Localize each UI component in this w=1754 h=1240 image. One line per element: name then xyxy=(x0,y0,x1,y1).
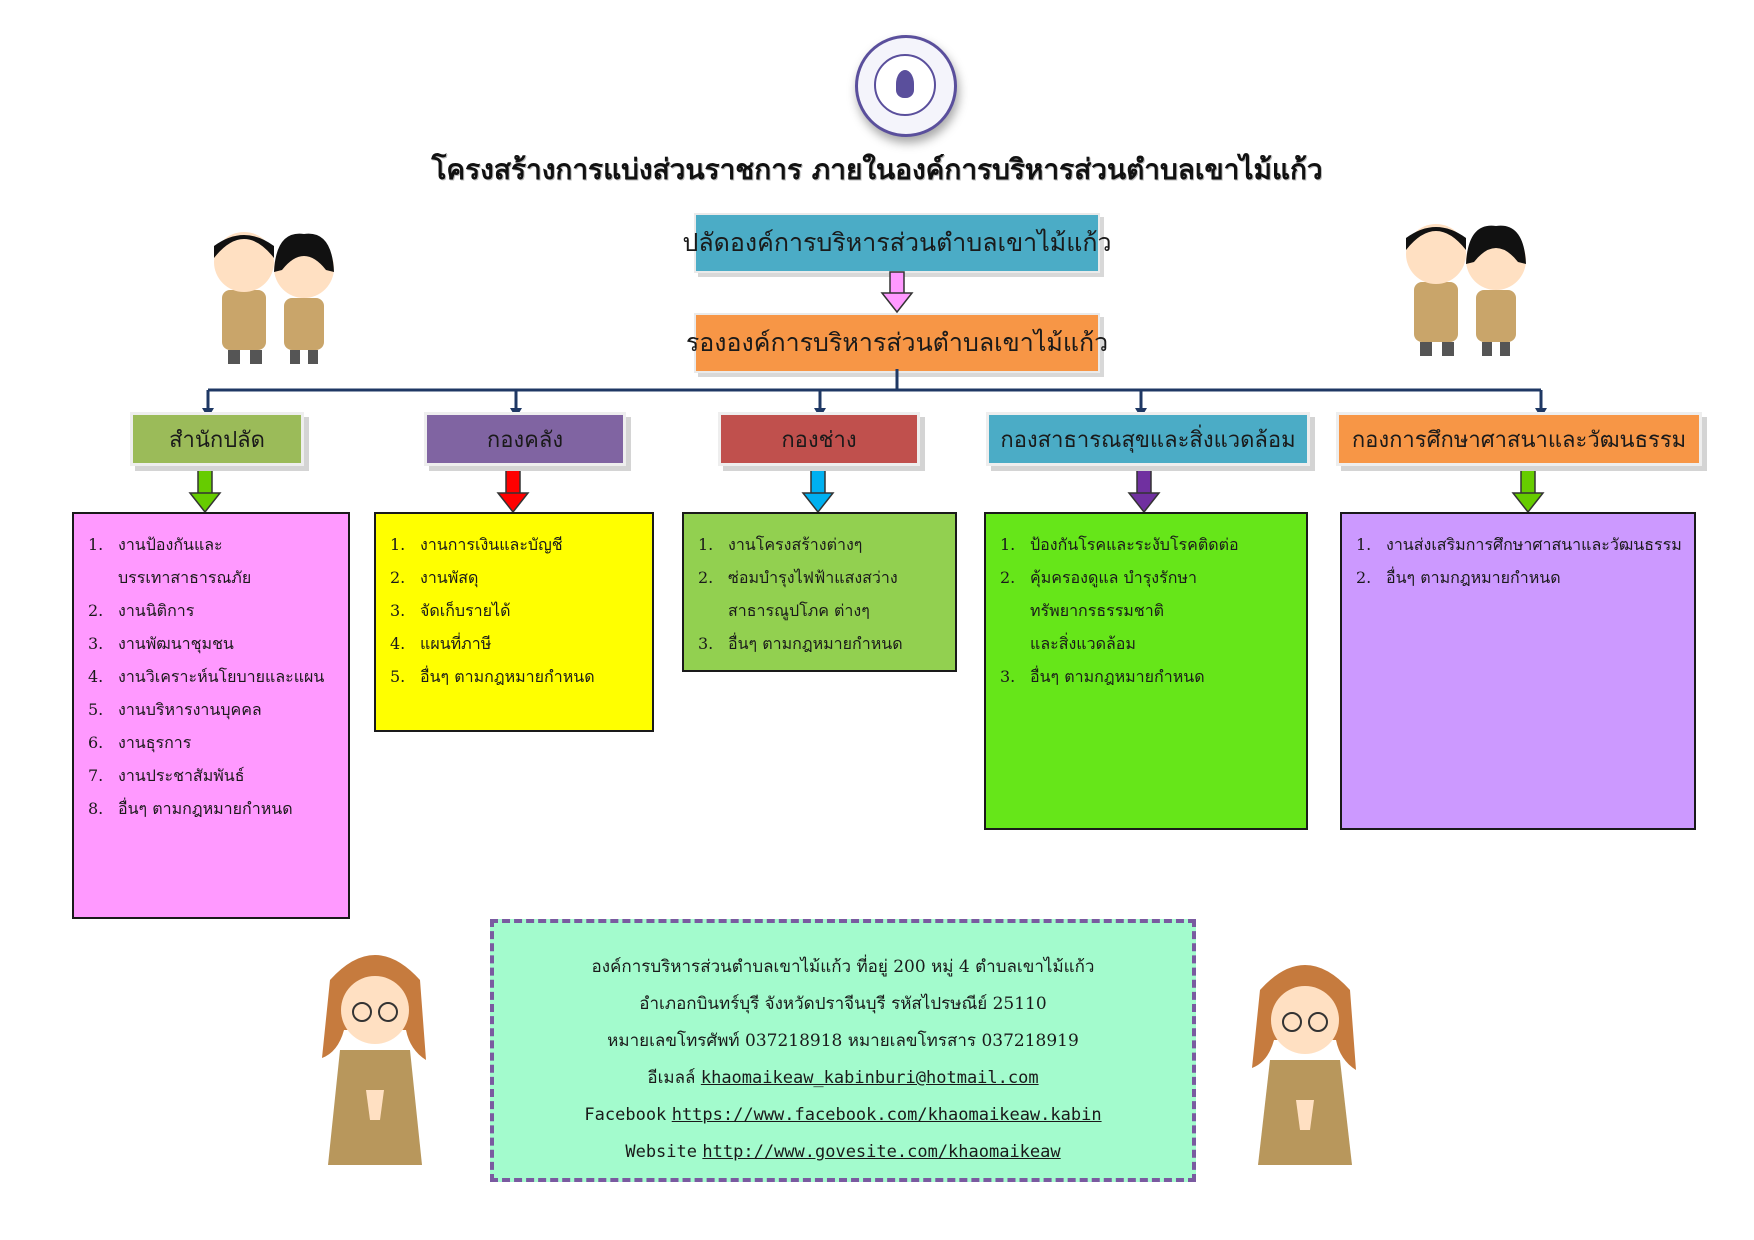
chief-to-deputy-arrow xyxy=(880,271,914,314)
list-item: 4.แผนที่ภาษี xyxy=(390,634,492,653)
dept-arrow-2 xyxy=(801,469,835,514)
dept-header-2: กองช่าง xyxy=(718,412,920,466)
address-line-1: องค์การบริหารส่วนตำบลเขาไม้แก้ว ที่อยู่ … xyxy=(591,957,1095,977)
dept-header-3: กองสาธารณสุขและสิ่งแวดล้อม xyxy=(986,412,1310,466)
list-item: 3.อื่นๆ ตามกฎหมายกำหนด xyxy=(698,634,903,653)
email-link[interactable]: khaomaikeaw_kabinburi@hotmail.com xyxy=(700,1068,1039,1088)
list-item: 2.งานพัสดุ xyxy=(390,568,479,587)
dept-arrow-4 xyxy=(1511,469,1545,514)
duty-list: 1.งานส่งเสริมการศึกษาศาสนาและวัฒนธรรม 2.… xyxy=(1356,528,1682,594)
list-item: 6.งานธุรการ xyxy=(88,733,192,752)
contact-box: องค์การบริหารส่วนตำบลเขาไม้แก้ว ที่อยู่ … xyxy=(490,919,1196,1182)
dept-panel-2: 1.งานโครงสร้างต่างๆ 2.ซ่อมบำรุงไฟฟ้าแสงส… xyxy=(682,512,957,672)
staff-girl-illustration xyxy=(1252,965,1356,1165)
page-title: โครงสร้างการแบ่งส่วนราชการ ภายในองค์การบ… xyxy=(431,153,1323,186)
dept-name: กองช่าง xyxy=(781,427,857,453)
duty-list: 1.งานป้องกันและ บรรเทาสาธารณภัย 2.งานนิต… xyxy=(88,528,336,825)
list-item: 3.จัดเก็บรายได้ xyxy=(390,601,511,620)
list-item: 1.ป้องกันโรคและระงับโรคติดต่อ xyxy=(1000,535,1239,554)
dept-name: สำนักปลัด xyxy=(169,427,265,453)
dept-name: กองคลัง xyxy=(486,427,564,453)
dept-panel-0: 1.งานป้องกันและ บรรเทาสาธารณภัย 2.งานนิต… xyxy=(72,512,350,919)
phone-fax-line: หมายเลขโทรศัพท์ 037218918 หมายเลขโทรสาร … xyxy=(607,1031,1079,1051)
dept-panel-1: 1.งานการเงินและบัญชี 2.งานพัสดุ 3.จัดเก็… xyxy=(374,512,654,732)
list-item: 1.งานโครงสร้างต่างๆ xyxy=(698,535,863,554)
deputy-label: รององค์การบริหารส่วนตำบลเขาไม้แก้ว xyxy=(685,328,1109,357)
dept-name: กองสาธารณสุขและสิ่งแวดล้อม xyxy=(1000,427,1296,453)
duty-list: 1.งานการเงินและบัญชี 2.งานพัสดุ 3.จัดเก็… xyxy=(390,528,640,693)
duty-list: 1.ป้องกันโรคและระงับโรคติดต่อ 2.คุ้มครอง… xyxy=(1000,528,1294,693)
duty-list: 1.งานโครงสร้างต่างๆ 2.ซ่อมบำรุงไฟฟ้าแสงส… xyxy=(698,528,943,660)
list-item: 8.อื่นๆ ตามกฎหมายกำหนด xyxy=(88,799,293,818)
facebook-line: Facebook https://www.facebook.com/khaoma… xyxy=(494,1097,1192,1134)
list-item: สาธารณูปโภค ต่างๆ xyxy=(728,601,870,620)
list-item: 5.งานบริหารงานบุคคล xyxy=(88,700,262,719)
list-item: และสิ่งแวดล้อม xyxy=(1030,634,1136,653)
chief-box: ปลัดองค์การบริหารส่วนตำบลเขาไม้แก้ว xyxy=(682,213,1112,273)
list-item: 7.งานประชาสัมพันธ์ xyxy=(88,766,245,785)
list-item: 1.งานป้องกันและ xyxy=(88,535,223,554)
seal-emblem xyxy=(874,54,936,116)
website-line: Website http://www.govesite.com/khaomaik… xyxy=(494,1134,1192,1171)
branch-drops xyxy=(202,390,1547,418)
list-item: 3.อื่นๆ ตามกฎหมายกำหนด xyxy=(1000,667,1205,686)
dept-header-4: กองการศึกษาศาสนาและวัฒนธรรม xyxy=(1336,412,1702,466)
dept-header-1: กองคลัง xyxy=(424,412,626,466)
list-item: 2.งานนิติการ xyxy=(88,601,195,620)
dept-panel-3: 1.ป้องกันโรคและระงับโรคติดต่อ 2.คุ้มครอง… xyxy=(984,512,1308,830)
list-item: 4.งานวิเคราะห์นโยบายและแผน xyxy=(88,667,325,686)
staff-couple-illustration xyxy=(214,232,334,364)
email-label: อีเมลล์ xyxy=(647,1068,696,1088)
list-item: 2.อื่นๆ ตามกฎหมายกำหนด xyxy=(1356,568,1561,587)
facebook-label: Facebook xyxy=(584,1105,667,1125)
chief-label: ปลัดองค์การบริหารส่วนตำบลเขาไม้แก้ว xyxy=(682,228,1112,257)
email-line: อีเมลล์ khaomaikeaw_kabinburi@hotmail.co… xyxy=(494,1060,1192,1097)
tree-icon xyxy=(896,70,914,98)
staff-couple-illustration xyxy=(1406,224,1526,356)
list-item: 3.งานพัฒนาชุมชน xyxy=(88,634,234,653)
list-item: 2.ซ่อมบำรุงไฟฟ้าแสงสว่าง xyxy=(698,568,898,587)
staff-girl-illustration xyxy=(322,955,426,1165)
dept-arrow-0 xyxy=(188,469,222,514)
list-item: 1.งานส่งเสริมการศึกษาศาสนาและวัฒนธรรม xyxy=(1356,535,1682,554)
list-item: 1.งานการเงินและบัญชี xyxy=(390,535,563,554)
dept-name: กองการศึกษาศาสนาและวัฒนธรรม xyxy=(1351,427,1687,453)
dept-header-0: สำนักปลัด xyxy=(130,412,304,466)
list-item: 5.อื่นๆ ตามกฎหมายกำหนด xyxy=(390,667,595,686)
dept-arrow-3 xyxy=(1127,469,1161,514)
dept-arrow-1 xyxy=(496,469,530,514)
website-link[interactable]: http://www.govesite.com/khaomaikeaw xyxy=(702,1142,1061,1162)
list-item: 2.คุ้มครองดูแล บำรุงรักษาทรัพยากรธรรมชาต… xyxy=(1000,568,1197,620)
website-label: Website xyxy=(625,1142,697,1162)
address-line-2: อำเภอกบินทร์บุรี จังหวัดปราจีนบุรี รหัสไ… xyxy=(639,994,1047,1014)
list-item: บรรเทาสาธารณภัย xyxy=(118,568,252,587)
dept-panel-4: 1.งานส่งเสริมการศึกษาศาสนาและวัฒนธรรม 2.… xyxy=(1340,512,1696,830)
organization-seal xyxy=(855,35,957,137)
facebook-link[interactable]: https://www.facebook.com/khaomaikeaw.kab… xyxy=(671,1105,1102,1125)
